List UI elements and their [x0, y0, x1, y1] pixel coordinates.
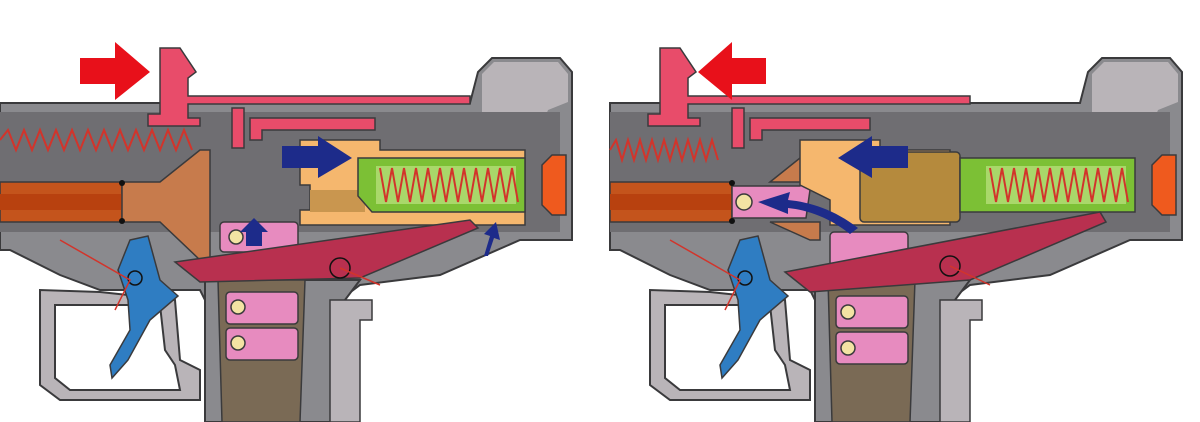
- handle-slide: [249, 117, 376, 141]
- rear-spring: [0, 127, 193, 153]
- panel-firing: [609, 42, 1183, 422]
- magazine-round-2: [225, 327, 299, 361]
- sear-spring: [949, 265, 991, 286]
- pin-1: [119, 180, 125, 186]
- bolt-groove: [310, 190, 365, 212]
- cartridge-3: [230, 335, 246, 351]
- sear: [783, 211, 1108, 293]
- upward-arrow: [240, 218, 268, 246]
- recoil-spring: [379, 167, 519, 203]
- charging-handle: [647, 47, 971, 127]
- forward-arrow: [282, 136, 352, 178]
- magazine-round-1: [225, 291, 299, 325]
- magazine-round-2: [835, 331, 909, 365]
- cartridge-3: [840, 340, 856, 356]
- sear-spring: [339, 267, 381, 286]
- pin-1: [729, 180, 735, 186]
- handle-slide: [749, 117, 871, 141]
- recoil-cap: [541, 154, 567, 216]
- trigger-guard-hole: [664, 304, 792, 391]
- grip-plate: [939, 299, 983, 422]
- trigger-spring: [669, 239, 741, 311]
- rear-spring: [609, 136, 719, 164]
- recoil-spring: [989, 167, 1129, 203]
- trigger-guard-hole: [54, 304, 182, 391]
- cartridge-2: [230, 299, 246, 315]
- trigger: [109, 235, 180, 380]
- sear: [173, 219, 480, 283]
- magazine-stack: [219, 221, 299, 361]
- push-left-arrow: [698, 42, 766, 100]
- barrel-bore: [0, 194, 122, 210]
- forward-arrow: [838, 136, 908, 178]
- panel-cocked: [0, 42, 573, 422]
- push-right-arrow: [80, 42, 150, 100]
- charging-handle: [147, 47, 471, 127]
- pin-2: [729, 218, 735, 224]
- pin-2: [119, 218, 125, 224]
- chambered-cartridge: [735, 193, 753, 211]
- cartridge-2: [840, 304, 856, 320]
- recoil-cap: [1151, 154, 1177, 216]
- grip-plate: [329, 299, 373, 422]
- trigger: [719, 235, 790, 380]
- trigger-pivot: [737, 270, 753, 286]
- feed-arrow: [758, 192, 858, 234]
- trigger-spring: [59, 239, 131, 311]
- trigger-pivot: [127, 270, 143, 286]
- sear-up-arrow: [484, 222, 500, 256]
- magazine-round-1: [835, 295, 909, 329]
- cartridge-1: [228, 229, 244, 245]
- barrel-bore: [610, 194, 732, 210]
- handle-hook: [731, 107, 745, 149]
- handle-hook: [231, 107, 245, 149]
